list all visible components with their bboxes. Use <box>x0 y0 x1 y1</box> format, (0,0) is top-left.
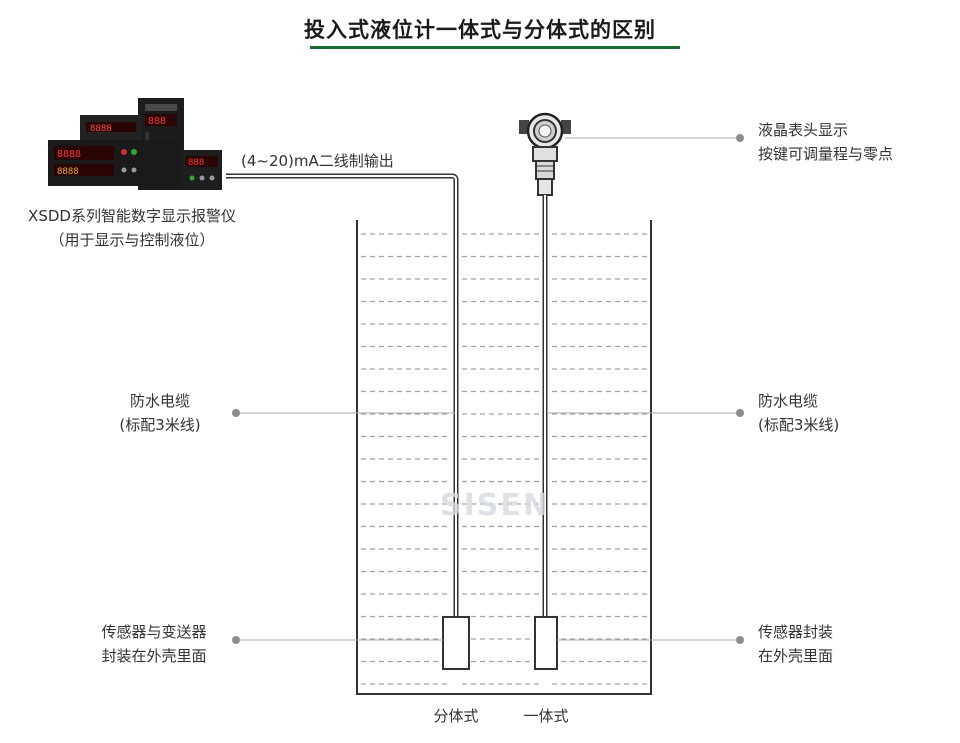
sensor-left-label-line1: 传感器与变送器 <box>101 623 207 641</box>
sensor-left-label-line2: 封装在外壳里面 <box>101 647 207 665</box>
instrument-label: XSDD系列智能数字显示报警仪 （用于显示与控制液位） <box>12 204 252 252</box>
svg-text:8888: 8888 <box>57 167 79 177</box>
leader-cable-left <box>232 409 455 417</box>
cable-right-label: 防水电缆 (标配3米线) <box>758 389 839 437</box>
svg-text:888: 888 <box>188 158 204 168</box>
svg-text:8888: 8888 <box>90 124 112 134</box>
leader-sensor-left <box>232 636 443 644</box>
sensor-right-label-line2: 在外壳里面 <box>758 647 834 665</box>
integrated-type-sensor <box>534 616 558 670</box>
tank <box>356 220 652 695</box>
watermark-logo: SISEN <box>440 488 550 523</box>
cable-right-label-line1: 防水电缆 <box>758 392 819 410</box>
svg-text:888: 888 <box>148 116 166 127</box>
cable-right-label-line2: (标配3米线) <box>758 416 840 434</box>
lcd-label-line1: 液晶表头显示 <box>758 121 849 139</box>
title-underline <box>310 46 680 49</box>
sensor-left-label: 传感器与变送器 封装在外壳里面 <box>88 620 220 668</box>
sensor-right-label: 传感器封装 在外壳里面 <box>758 620 833 668</box>
cable-left-label-line1: 防水电缆 <box>129 392 190 410</box>
instrument-icon: 888 8888 8888 8888 888 <box>48 98 222 190</box>
water-level-lines <box>361 233 647 685</box>
svg-text:8888: 8888 <box>57 149 81 160</box>
output-signal-label: (4~20)mA二线制输出 <box>241 152 394 170</box>
instrument-label-line2: （用于显示与控制液位） <box>49 231 215 249</box>
leader-sensor-right <box>557 636 744 644</box>
transmitter-head-icon <box>519 112 571 196</box>
leader-cable-right <box>547 409 744 417</box>
lcd-label: 液晶表头显示 按键可调量程与零点 <box>758 118 893 166</box>
leader-lcd <box>565 134 744 142</box>
split-type-cable <box>226 173 459 618</box>
sensor-right-label-line1: 传感器封装 <box>758 623 834 641</box>
split-type-label: 分体式 <box>433 707 479 725</box>
lcd-label-line2: 按键可调量程与零点 <box>758 145 894 163</box>
page-title: 投入式液位计一体式与分体式的区别 <box>304 18 656 42</box>
cable-left-label: 防水电缆 (标配3米线) <box>100 389 220 437</box>
split-type-sensor <box>442 616 470 670</box>
cable-left-label-line2: (标配3米线) <box>119 416 201 434</box>
integrated-type-label: 一体式 <box>523 707 569 725</box>
instrument-label-line1: XSDD系列智能数字显示报警仪 <box>28 207 236 225</box>
